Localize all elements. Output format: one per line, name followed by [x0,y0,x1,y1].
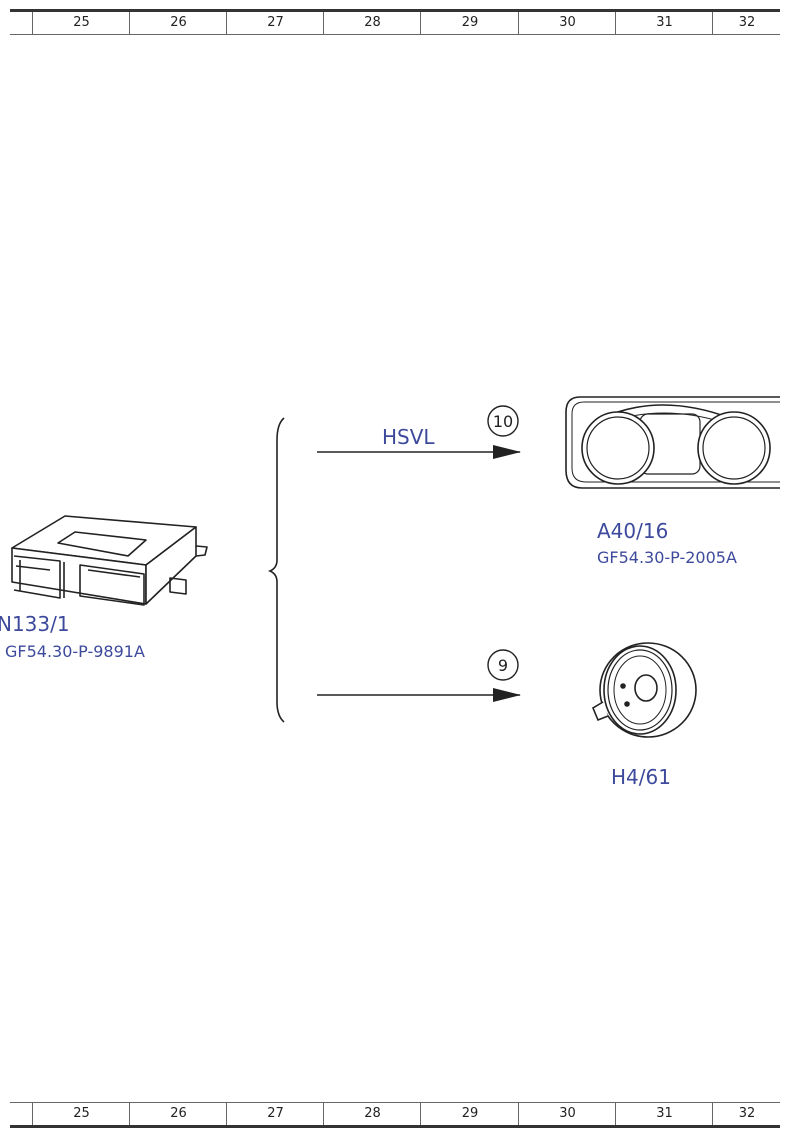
ruler-cell-29: 29 [420,1103,519,1125]
signal-brace [267,417,285,723]
component-ref-n133-1: GF54.30-P-9891A [5,642,145,661]
signal-number-10: 10 [493,412,513,431]
component-id-n133-1: N133/1 [0,612,70,636]
instrument-cluster-a40-16-icon [565,396,780,489]
component-id-a40-16: A40/16 [597,519,669,543]
ruler-cell-27: 27 [226,1103,324,1125]
ruler-cell-25: 25 [32,1103,130,1125]
control-unit-n133-1-icon [11,515,208,606]
ruler-cell-28: 28 [323,1103,421,1125]
signal-label-hsvl: HSVL [382,425,435,449]
ruler-cell-28: 28 [323,12,421,34]
ruler-cell-30: 30 [518,12,616,34]
ruler-cell-31: 31 [615,12,713,34]
signal-number-9-circle [487,649,519,681]
ruler-cell-31: 31 [615,1103,713,1125]
ruler-cell-30: 30 [518,1103,616,1125]
ruler-cell-27: 27 [226,12,324,34]
ruler-cell-32: 32 [712,1103,781,1125]
speaker-h4-61-icon [591,642,697,738]
column-ruler-bottom: 25 26 27 28 29 30 31 32 [10,1102,780,1128]
ruler-cell-32: 32 [712,12,781,34]
ruler-cell-29: 29 [420,12,519,34]
ruler-cell-25: 25 [32,12,130,34]
signal-number-10-circle [487,405,519,437]
ruler-cell-26: 26 [129,12,227,34]
signal-number-9: 9 [498,656,508,675]
column-ruler-top: 25 26 27 28 29 30 31 32 [10,9,780,35]
component-id-h4-61: H4/61 [611,765,671,789]
component-ref-a40-16: GF54.30-P-2005A [597,548,737,567]
ruler-cell-26: 26 [129,1103,227,1125]
